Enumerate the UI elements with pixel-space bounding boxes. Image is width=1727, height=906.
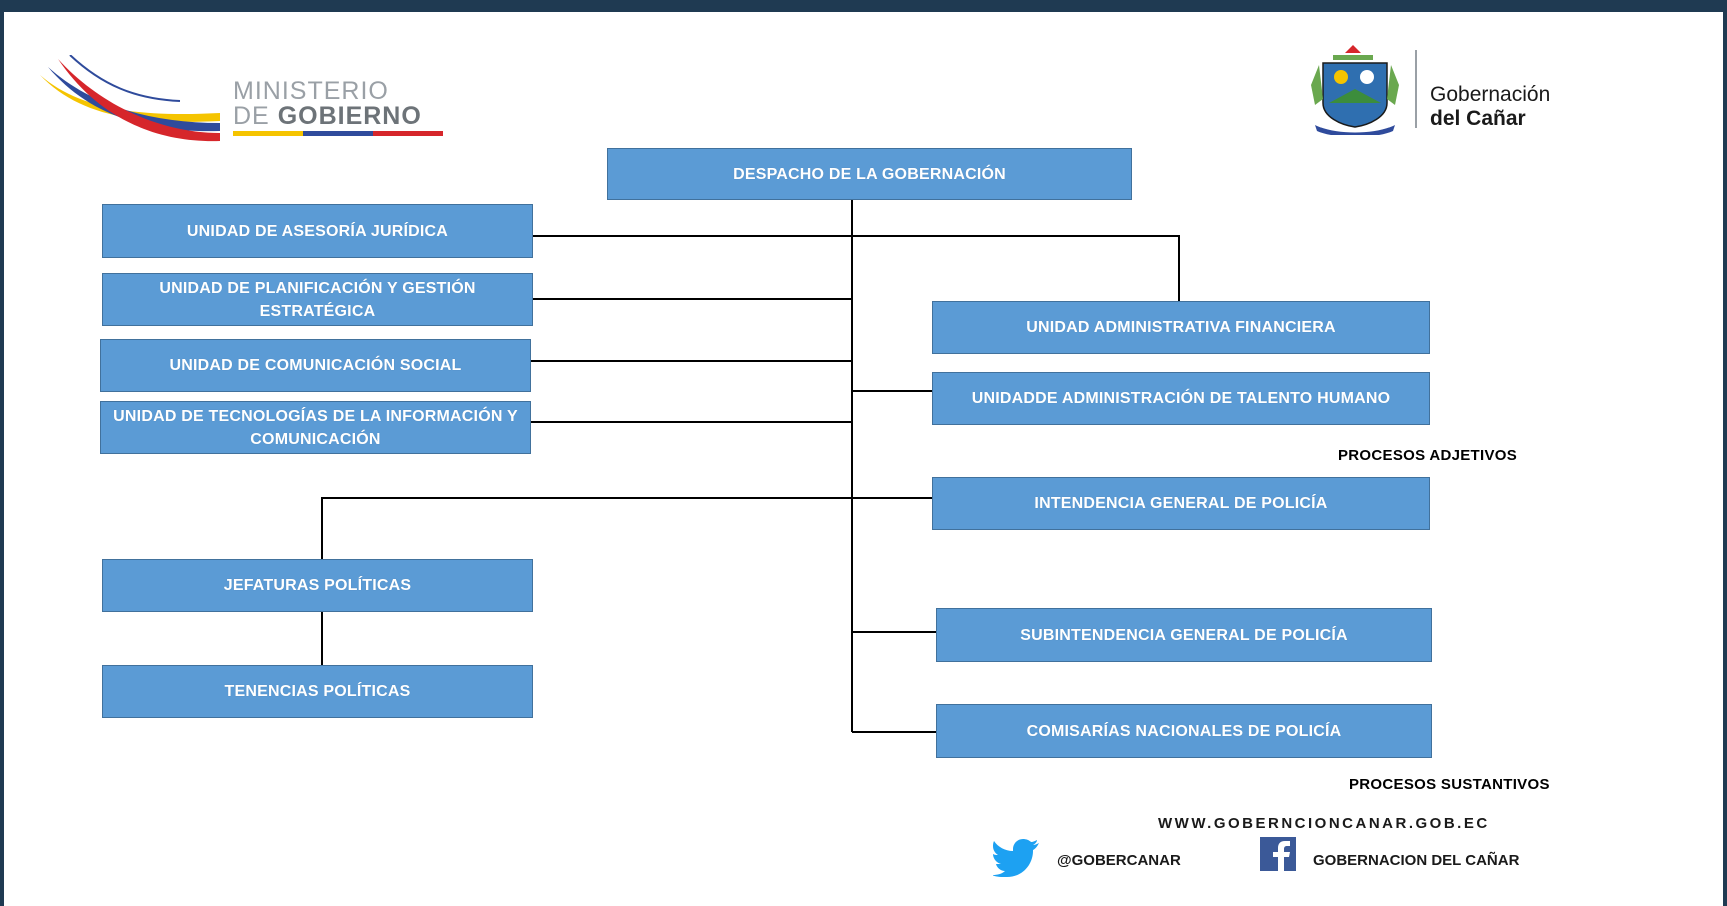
connector-tecnologias <box>530 421 852 423</box>
right-border <box>1723 0 1727 906</box>
twitter-handle[interactable]: @GOBERCANAR <box>1057 852 1181 869</box>
unit-comisarias-box: COMISARÍAS NACIONALES DE POLICÍA <box>936 704 1432 758</box>
unit-tecnologias-box: UNIDAD DE TECNOLOGÍAS DE LA INFORMACIÓN … <box>100 401 531 454</box>
connector-juridica <box>532 235 1180 237</box>
unit-planificacion-box: UNIDAD DE PLANIFICACIÓN Y GESTIÓN ESTRAT… <box>102 273 533 326</box>
unit-subintendencia-box: SUBINTENDENCIA GENERAL DE POLICÍA <box>936 608 1432 662</box>
logo-separator <box>1415 50 1417 128</box>
ministerio-de-gobierno-logo: MINISTERIO DE GOBIERNO <box>40 54 460 145</box>
connector-intendencia <box>321 497 932 499</box>
main-vertical-connector <box>851 199 853 732</box>
connector-comisarias <box>852 731 936 733</box>
website-link[interactable]: WWW.GOBERNCIONCANAR.GOB.EC <box>1158 815 1490 832</box>
ministry-line1: MINISTERIO <box>233 77 389 105</box>
ministry-line2-bold: GOBIERNO <box>277 102 422 130</box>
twitter-icon[interactable] <box>993 839 1041 877</box>
unit-intendencia-box: INTENDENCIA GENERAL DE POLICÍA <box>932 477 1430 530</box>
top-border <box>0 0 1727 12</box>
unit-jefaturas-box: JEFATURAS POLÍTICAS <box>102 559 533 612</box>
gobernacion-line2: del Cañar <box>1430 107 1526 130</box>
connector-financiera-drop <box>1178 235 1180 301</box>
connector-talento <box>852 390 932 392</box>
ministry-line2-prefix: DE <box>233 102 270 130</box>
facebook-icon[interactable] <box>1260 837 1296 871</box>
unit-financiera-box: UNIDAD ADMINISTRATIVA FINANCIERA <box>932 301 1430 354</box>
flag-swoosh-icon <box>40 54 220 142</box>
connector-planificacion <box>532 298 852 300</box>
connector-comunicacion <box>530 360 852 362</box>
connector-jefaturas-drop <box>321 497 323 559</box>
unit-juridica-box: UNIDAD DE ASESORÍA JURÍDICA <box>102 204 533 258</box>
ministry-color-bar <box>233 131 443 136</box>
connector-subintendencia <box>852 631 936 633</box>
ministry-line2: DE GOBIERNO <box>233 102 422 131</box>
org-root-box: DESPACHO DE LA GOBERNACIÓN <box>607 148 1132 200</box>
procesos-adjetivos-label: PROCESOS ADJETIVOS <box>1338 447 1518 464</box>
unit-comunicacion-box: UNIDAD DE COMUNICACIÓN SOCIAL <box>100 339 531 392</box>
facebook-page[interactable]: GOBERNACION DEL CAÑAR <box>1313 852 1520 869</box>
gobernacion-canar-logo: Gobernación del Cañar <box>1305 45 1605 137</box>
left-border <box>0 0 4 906</box>
connector-tenencias <box>321 611 323 665</box>
unit-tenencias-box: TENENCIAS POLÍTICAS <box>102 665 533 718</box>
unit-talento-humano-box: UNIDADDE ADMINISTRACIÓN DE TALENTO HUMAN… <box>932 372 1430 425</box>
coat-of-arms-icon <box>1311 45 1399 137</box>
gobernacion-line1: Gobernación <box>1430 83 1551 106</box>
procesos-sustantivos-label: PROCESOS SUSTANTIVOS <box>1349 776 1550 793</box>
